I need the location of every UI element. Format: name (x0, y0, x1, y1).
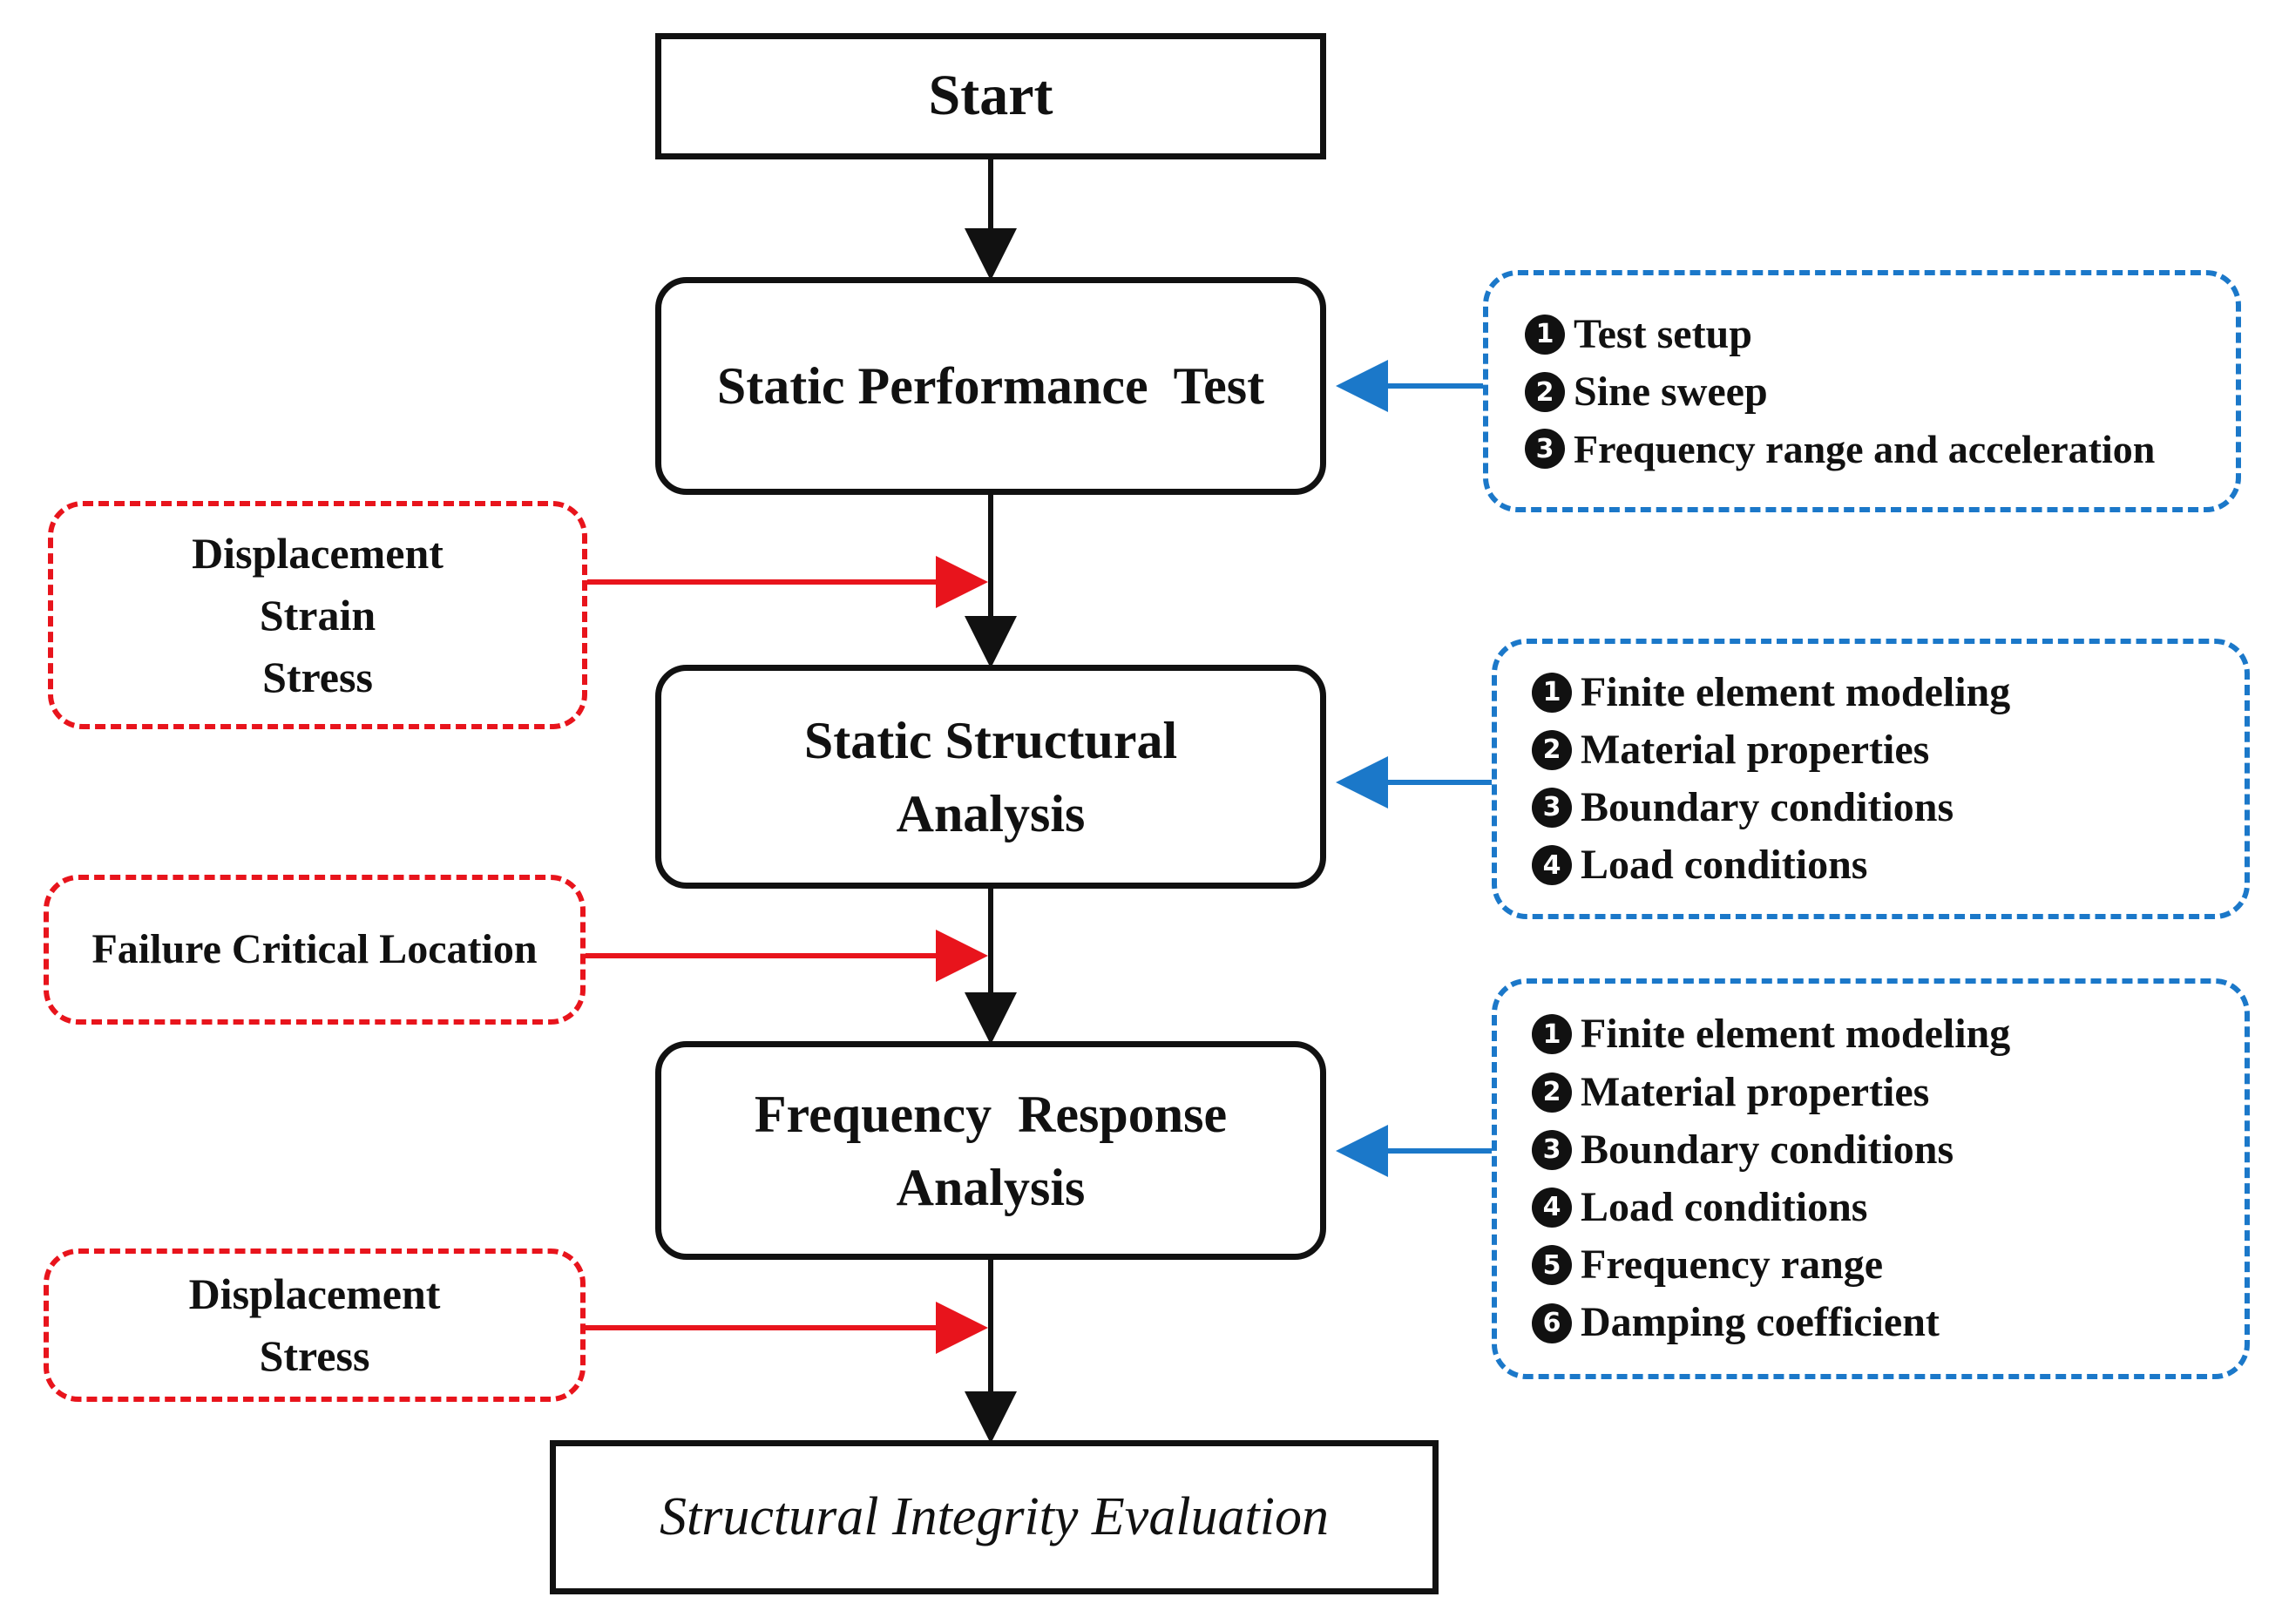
number-2-icon: 2 (1532, 1072, 1572, 1113)
output-item: Stress (262, 652, 373, 701)
input-note-frequency-analysis: 1 Finite element modeling 2 Material pro… (1492, 978, 2250, 1379)
output-item: Displacement (188, 1269, 441, 1318)
structural-integrity-evaluation-node: Structural Integrity Evaluation (550, 1440, 1439, 1594)
input-item-text: Frequency range and acceleration (1574, 426, 2156, 471)
frequency-response-analysis-node: Frequency Response Analysis (655, 1041, 1326, 1260)
start-label: Start (928, 64, 1053, 128)
output-note-static-test: Displacement Strain Stress (48, 501, 587, 729)
number-5-icon: 5 (1532, 1245, 1572, 1286)
input-item-text: Test setup (1574, 311, 1752, 358)
input-item: 2 Sine sweep (1525, 363, 2236, 421)
input-item-text: Material properties (1581, 1068, 1930, 1115)
input-item-text: Boundary conditions (1581, 784, 1954, 830)
output-item: Failure Critical Location (91, 925, 538, 972)
number-1-icon: 1 (1532, 672, 1572, 713)
input-item-text: Finite element modeling (1581, 668, 2011, 715)
number-4-icon: 4 (1532, 1188, 1572, 1228)
number-1-icon: 1 (1525, 315, 1565, 355)
input-item-text: Sine sweep (1574, 369, 1768, 416)
input-item: 1 Test setup (1525, 306, 2236, 363)
number-3-icon: 3 (1532, 1129, 1572, 1170)
static-structural-analysis-node: Static Structural Analysis (655, 665, 1326, 889)
input-item-text: Load conditions (1581, 842, 1868, 889)
static-performance-test-node: Static Performance Test (655, 277, 1326, 495)
start-node: Start (655, 33, 1326, 159)
input-item: 1 Finite element modeling (1532, 1005, 2245, 1063)
output-item: Strain (259, 590, 376, 639)
input-item: 3 Frequency range and acceleration (1525, 422, 2236, 477)
output-note-frequency-analysis: Displacement Stress (44, 1248, 586, 1402)
input-item: 3 Boundary conditions (1532, 1121, 2245, 1179)
number-1-icon: 1 (1532, 1014, 1572, 1055)
frequency-response-analysis-label-line1: Frequency Response (754, 1085, 1228, 1143)
input-note-static-test: 1 Test setup 2 Sine sweep 3 Frequency ra… (1483, 270, 2241, 512)
input-item: 4 Load conditions (1532, 1179, 2245, 1236)
static-structural-analysis-label-line1: Static Structural (803, 711, 1178, 769)
output-item: Stress (259, 1331, 370, 1380)
static-performance-test-label: Static Performance Test (716, 357, 1265, 415)
structural-integrity-evaluation-label: Structural Integrity Evaluation (659, 1487, 1329, 1547)
frequency-response-analysis-label-line2: Analysis (896, 1158, 1086, 1216)
output-item: Displacement (192, 528, 444, 578)
input-item: 5 Frequency range (1532, 1236, 2245, 1294)
input-item: 2 Material properties (1532, 721, 2245, 779)
number-2-icon: 2 (1525, 372, 1565, 413)
input-item-text: Load conditions (1581, 1184, 1868, 1230)
number-3-icon: 3 (1532, 788, 1572, 829)
static-structural-analysis-label-line2: Analysis (896, 784, 1086, 842)
input-item: 3 Boundary conditions (1532, 779, 2245, 836)
input-item: 4 Load conditions (1532, 836, 2245, 894)
output-note-static-analysis: Failure Critical Location (44, 875, 586, 1025)
input-item-text: Damping coefficient (1581, 1299, 1940, 1346)
input-item-text: Finite element modeling (1581, 1011, 2011, 1058)
number-4-icon: 4 (1532, 845, 1572, 886)
input-item: 2 Material properties (1532, 1064, 2245, 1121)
number-2-icon: 2 (1532, 729, 1572, 770)
input-item-text: Frequency range (1581, 1242, 1884, 1289)
number-3-icon: 3 (1525, 429, 1565, 470)
input-item: 6 Damping coefficient (1532, 1294, 2245, 1351)
input-item-text: Material properties (1581, 726, 1930, 773)
input-item-text: Boundary conditions (1581, 1126, 1954, 1173)
input-note-static-analysis: 1 Finite element modeling 2 Material pro… (1492, 639, 2250, 919)
number-6-icon: 6 (1532, 1303, 1572, 1343)
input-item: 1 Finite element modeling (1532, 664, 2245, 721)
